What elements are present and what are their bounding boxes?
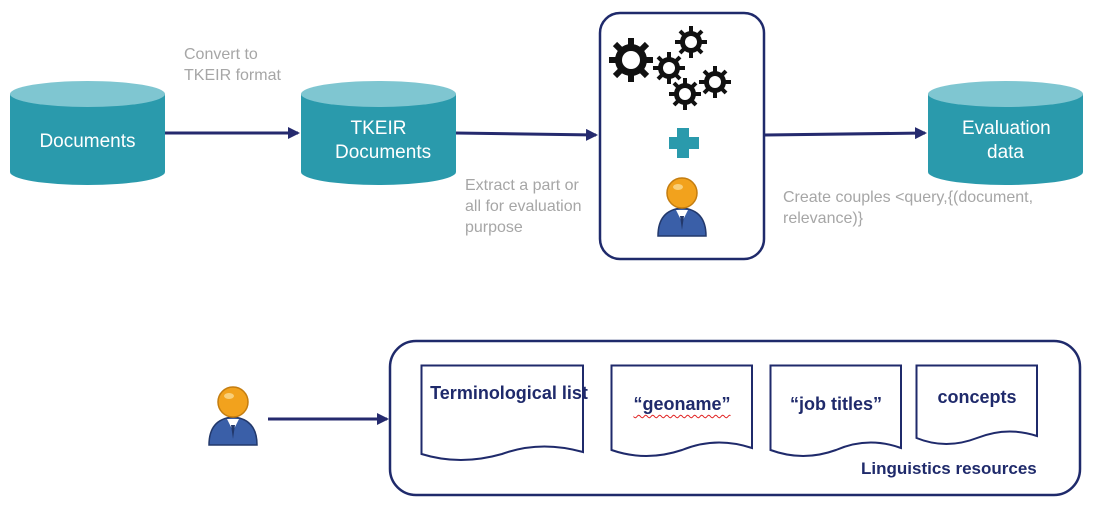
linguistics-resources-title: Linguistics resources: [861, 459, 1037, 478]
extract-note: Extract a part or all for evaluation pur…: [465, 177, 582, 236]
tkeir-documents-label: TKEIR Documents: [335, 118, 432, 163]
resource-label-terminological-list: Terminological list: [430, 383, 588, 403]
user-person-icon: [208, 386, 258, 446]
resource-label-geoname: “geoname”: [610, 392, 754, 416]
tkeir-documents-store: [301, 81, 456, 185]
convert-note: Convert to TKEIR format: [184, 46, 281, 84]
resource-doc-geoname: [610, 364, 753, 457]
arrow-processing-to-evaluation: [764, 127, 927, 140]
plus-icon: [669, 128, 699, 158]
resource-doc-job-titles: [769, 364, 902, 457]
gear-large: [609, 38, 653, 82]
evaluation-data-label: Evaluation data: [962, 118, 1051, 163]
gears-icon: [609, 26, 731, 110]
evaluation-data-store: [928, 81, 1083, 185]
person-icon: [657, 177, 707, 237]
documents-label: Documents: [39, 131, 136, 152]
gear-top-right: [675, 26, 707, 58]
resource-label-job-titles: “job titles”: [789, 394, 882, 414]
create-note: Create couples <query,{(document, releva…: [783, 189, 1034, 227]
gear-middle: [653, 52, 685, 84]
resource-label-concepts: concepts: [937, 387, 1017, 407]
resource-doc-terminological-list: [420, 364, 584, 461]
arrow-tkeir-to-processing: [454, 128, 598, 141]
gear-right: [699, 66, 731, 98]
resource-doc-concepts: [915, 364, 1038, 445]
documents-store: [10, 81, 165, 185]
geoname-text: “geoname”: [633, 394, 731, 414]
gear-bottom: [669, 78, 701, 110]
